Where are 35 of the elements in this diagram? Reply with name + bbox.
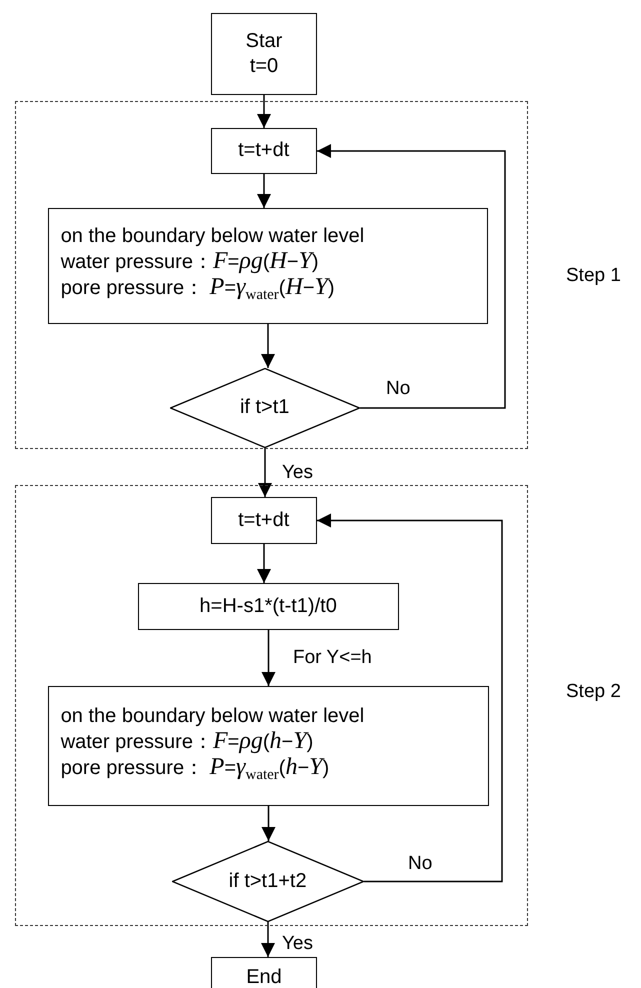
arrow	[257, 95, 271, 128]
box-text: End	[246, 964, 282, 988]
process-box	[48, 208, 488, 324]
process-box	[48, 686, 489, 806]
box-text: if t>t1	[240, 395, 290, 420]
box-text: water pressure：F=ρg(h−Y)	[60, 728, 314, 755]
step-label: Step 2	[566, 681, 621, 703]
box-text: h=H-s1*(t-t1)/t0	[200, 594, 337, 619]
box-text: t=t+dt	[238, 508, 290, 533]
decision-diamond	[170, 368, 360, 448]
box-text: t=t+dt	[238, 138, 290, 164]
box-text: pore pressure： P=γ$_{water}$(h−Y)	[60, 754, 330, 785]
arrow	[261, 922, 275, 957]
arrow	[257, 544, 271, 583]
box-text: if t>t1+t2	[228, 868, 307, 894]
box-text: on the boundary below water level	[60, 704, 364, 729]
arrow	[258, 448, 272, 497]
step-label: Step 1	[566, 265, 621, 287]
terminal-box	[211, 957, 317, 988]
arrow	[262, 806, 276, 841]
box-text: on the boundary below water level	[60, 224, 364, 249]
terminal-box	[211, 13, 317, 95]
decision-diamond	[172, 840, 364, 922]
process-box	[210, 496, 317, 544]
arrow	[257, 174, 271, 208]
box-text: t=0	[250, 54, 278, 79]
box-text: water pressure：F=ρg(H−Y)	[60, 248, 319, 275]
box-text: Star	[246, 29, 282, 54]
arrow	[261, 324, 275, 368]
process-box	[210, 128, 317, 174]
box-text: pore pressure： P=γ$_{water}$(H−Y)	[60, 274, 335, 305]
arrow	[317, 144, 506, 409]
arrow	[262, 630, 276, 686]
arrow	[317, 514, 503, 882]
process-box	[138, 582, 399, 630]
